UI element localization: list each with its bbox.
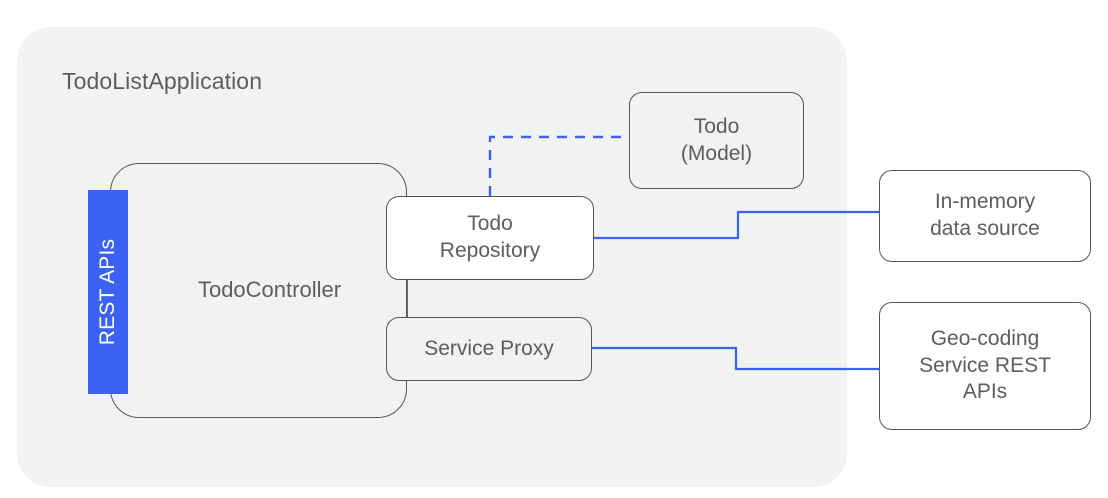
rest-apis-interface-bar[interactable]: REST APIs [88, 190, 128, 394]
node-geo-coding-service-label: Geo-coding Service REST APIs [919, 326, 1051, 407]
node-todo-repository[interactable]: Todo Repository [386, 196, 594, 280]
node-todo-model-label: Todo (Model) [681, 114, 752, 168]
node-in-memory-data-source-label: In-memory data source [930, 189, 1040, 243]
node-in-memory-data-source[interactable]: In-memory data source [879, 170, 1091, 262]
application-title: TodoListApplication [62, 68, 263, 94]
node-geo-coding-line-1: Geo-coding [930, 326, 1040, 350]
node-service-proxy[interactable]: Service Proxy [386, 317, 592, 381]
node-geo-coding-service[interactable]: Geo-coding Service REST APIs [879, 302, 1091, 430]
node-todo-controller-label: TodoController [197, 277, 342, 303]
node-in-memory-line-1: In-memory [934, 190, 1036, 214]
node-todo-repository-line-2: Repository [439, 239, 541, 262]
node-todo-controller[interactable]: TodoController [110, 163, 407, 418]
node-todo-model-line-2: (Model) [680, 141, 753, 165]
node-todo-repository-line-1: Todo [467, 212, 513, 236]
node-todo-repository-label: Todo Repository [440, 211, 540, 265]
node-todo-model-line-1: Todo [693, 114, 740, 138]
node-todo-model[interactable]: Todo (Model) [629, 92, 804, 189]
node-in-memory-line-2: data source [930, 217, 1040, 240]
node-service-proxy-label: Service Proxy [424, 336, 554, 360]
rest-apis-label: REST APIs [96, 238, 120, 346]
node-geo-coding-line-3: APIs [962, 380, 1008, 404]
node-geo-coding-line-2: Service REST [919, 353, 1051, 377]
